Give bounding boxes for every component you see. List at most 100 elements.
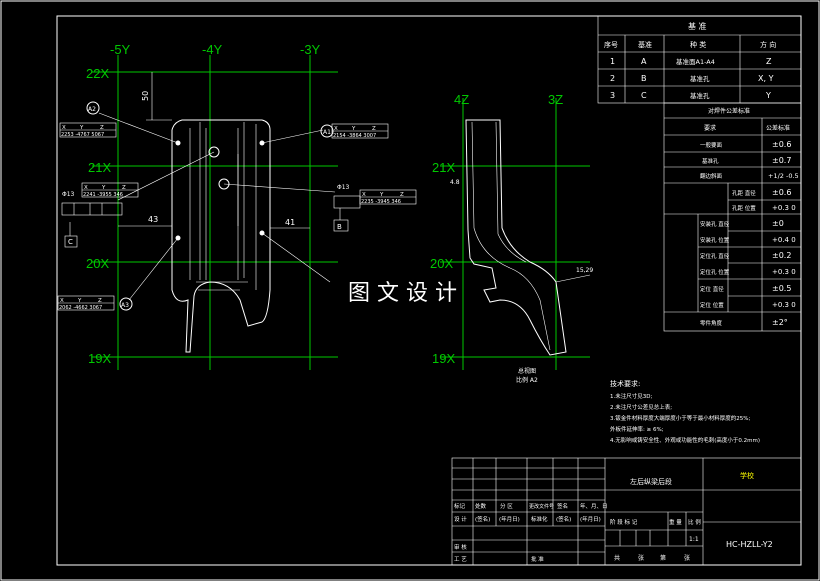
grid-label-z4: 4Z (454, 92, 469, 107)
svg-text:重 量: 重 量 (669, 518, 682, 526)
svg-text:X: X (62, 125, 66, 131)
svg-text:+0.3 0: +0.3 0 (772, 301, 796, 309)
svg-text:(年月日): (年月日) (580, 515, 601, 523)
point-table-hole-left: Φ13 X Y Z 2241 -3955 346 C (61, 182, 139, 248)
svg-text:Y: Y (79, 125, 84, 131)
leader-lines (98, 112, 336, 301)
svg-text:X, Y: X, Y (758, 74, 774, 83)
left-dimensions: 50 43 41 (118, 72, 310, 229)
svg-text:Φ13: Φ13 (62, 191, 75, 198)
school-label: 学校 (740, 471, 754, 480)
svg-text:批 准: 批 准 (531, 555, 544, 563)
svg-text:基准: 基准 (638, 40, 652, 49)
svg-text:X: X (334, 126, 338, 132)
svg-text:基准孔: 基准孔 (690, 91, 710, 100)
svg-text:基准孔: 基准孔 (690, 74, 710, 83)
svg-text:对焊件公差标准: 对焊件公差标准 (708, 107, 750, 115)
svg-text:±0.5: ±0.5 (772, 284, 791, 293)
svg-text:Z: Z (766, 57, 772, 66)
svg-text:X: X (84, 185, 88, 191)
svg-text:2154 -3864 3007: 2154 -3864 3007 (333, 133, 376, 139)
svg-text:处数: 处数 (475, 502, 487, 510)
svg-text:±2°: ±2° (772, 318, 788, 327)
svg-text:定位孔 位置: 定位孔 位置 (700, 268, 730, 276)
svg-text:签名: 签名 (557, 502, 568, 510)
svg-text:1: 1 (610, 57, 615, 66)
part-name: 左后纵梁后段 (630, 477, 672, 486)
technical-notes: 技术要求: 1.未注尺寸见3D; 2.未注尺寸公差见总上表; 3.钣金件材料厚度… (610, 379, 760, 444)
svg-text:序号: 序号 (604, 40, 618, 49)
point-table-hole-right: Φ13 X Y Z 2235 -3945 346 B (333, 184, 417, 232)
svg-text:2: 2 (610, 74, 615, 83)
svg-text:阶 段 标 记: 阶 段 标 记 (610, 518, 638, 526)
point-table-a1: X Y Z 2154 -3864 3007 (331, 123, 389, 139)
title-block: 左后纵梁后段 学校 HC-HZLL-Y2 标记 处数 分 区 更改文件号 签名 … (451, 457, 802, 566)
balloon-a1: A1 (320, 124, 334, 138)
drawing-number: HC-HZLL-Y2 (726, 540, 773, 549)
svg-text:要求: 要求 (704, 124, 716, 132)
grid-label-y3: -3Y (300, 42, 321, 57)
svg-text:1:1: 1:1 (689, 536, 699, 543)
svg-text:±0.6: ±0.6 (772, 188, 791, 197)
svg-text:Φ13: Φ13 (337, 184, 350, 191)
side-view-grid: 4Z 3Z 21X 20X 19X (430, 92, 590, 370)
svg-text:+0.3 0: +0.3 0 (772, 204, 796, 212)
view-caption: 总视图 (518, 367, 536, 375)
svg-text:Z: Z (100, 125, 104, 131)
svg-text:Y: Y (77, 298, 82, 304)
dim-15-29: 15,29 (576, 267, 593, 274)
svg-text:Z: Z (98, 298, 102, 304)
svg-text:更改文件号: 更改文件号 (529, 503, 554, 510)
svg-text:定位孔 直径: 定位孔 直径 (700, 252, 730, 260)
side-view-part: 15,29 4.8 总视图 比例 A2 (450, 119, 593, 384)
dim-41: 41 (285, 218, 295, 227)
grid-label-y2: -4Y (202, 42, 223, 57)
grid-label-rx21: 21X (432, 160, 455, 175)
point-table-a3: X Y Z 2062 -4662 3067 (57, 295, 115, 311)
svg-text:张: 张 (684, 554, 690, 562)
svg-text:基准孔: 基准孔 (702, 157, 719, 165)
svg-text:±0.6: ±0.6 (772, 140, 791, 149)
svg-text:±0.2: ±0.2 (772, 251, 791, 260)
svg-text:分 区: 分 区 (500, 502, 513, 510)
dim-4-8: 4.8 (450, 179, 460, 186)
tolerance-table: 对焊件公差标准 要求 公差标准 一般要面 ±0.6 基准孔 ±0.7 翻边斜面 … (663, 102, 802, 332)
svg-text:安装孔 位置: 安装孔 位置 (700, 236, 730, 244)
balloon-a3: A3 (119, 297, 133, 311)
svg-text:A2: A2 (88, 106, 96, 113)
svg-text:基准面A1-A4: 基准面A1-A4 (676, 57, 715, 66)
svg-text:C: C (641, 91, 647, 100)
svg-text:Z: Z (122, 185, 126, 191)
svg-text:安装孔 直径: 安装孔 直径 (700, 220, 730, 228)
svg-text:A: A (641, 57, 647, 66)
svg-text:(签名): (签名) (556, 515, 571, 523)
grid-label-x22: 22X (86, 66, 109, 81)
svg-text:2235 -3945 346: 2235 -3945 346 (361, 199, 401, 205)
svg-text:3: 3 (610, 91, 615, 100)
svg-text:年、月、日: 年、月、日 (580, 502, 608, 510)
left-view-grid: -5Y -4Y -3Y 22X 21X 20X 19X (86, 42, 338, 370)
svg-text:+0.4 0: +0.4 0 (772, 236, 796, 244)
svg-text:+1/2 -0.5: +1/2 -0.5 (768, 172, 799, 180)
svg-text:X: X (60, 298, 64, 304)
svg-text:B: B (641, 74, 647, 83)
svg-text:(年月日): (年月日) (499, 515, 520, 523)
dim-43: 43 (148, 215, 158, 224)
grid-label-x21: 21X (88, 160, 111, 175)
grid-label-x20: 20X (86, 256, 109, 271)
svg-text:A1: A1 (323, 129, 331, 136)
balloon-a2: A2 (86, 101, 100, 115)
svg-text:Z: Z (372, 126, 376, 132)
view-scale: 比例 A2 (516, 376, 538, 384)
svg-text:定位 直径: 定位 直径 (700, 285, 724, 293)
svg-text:(签名): (签名) (475, 515, 490, 523)
grid-label-x19: 19X (88, 351, 111, 366)
svg-text:Y: Y (101, 185, 106, 191)
svg-text:4.无影响或铸安全性、外观或功能性的毛刺(高度小于0.2mm: 4.无影响或铸安全性、外观或功能性的毛刺(高度小于0.2mm) (610, 436, 760, 444)
svg-text:张: 张 (638, 554, 644, 562)
svg-text:孔距 直径: 孔距 直径 (732, 189, 756, 197)
svg-text:一般要面: 一般要面 (700, 141, 723, 149)
svg-text:Y: Y (765, 91, 771, 100)
datum-c: C (68, 238, 73, 246)
